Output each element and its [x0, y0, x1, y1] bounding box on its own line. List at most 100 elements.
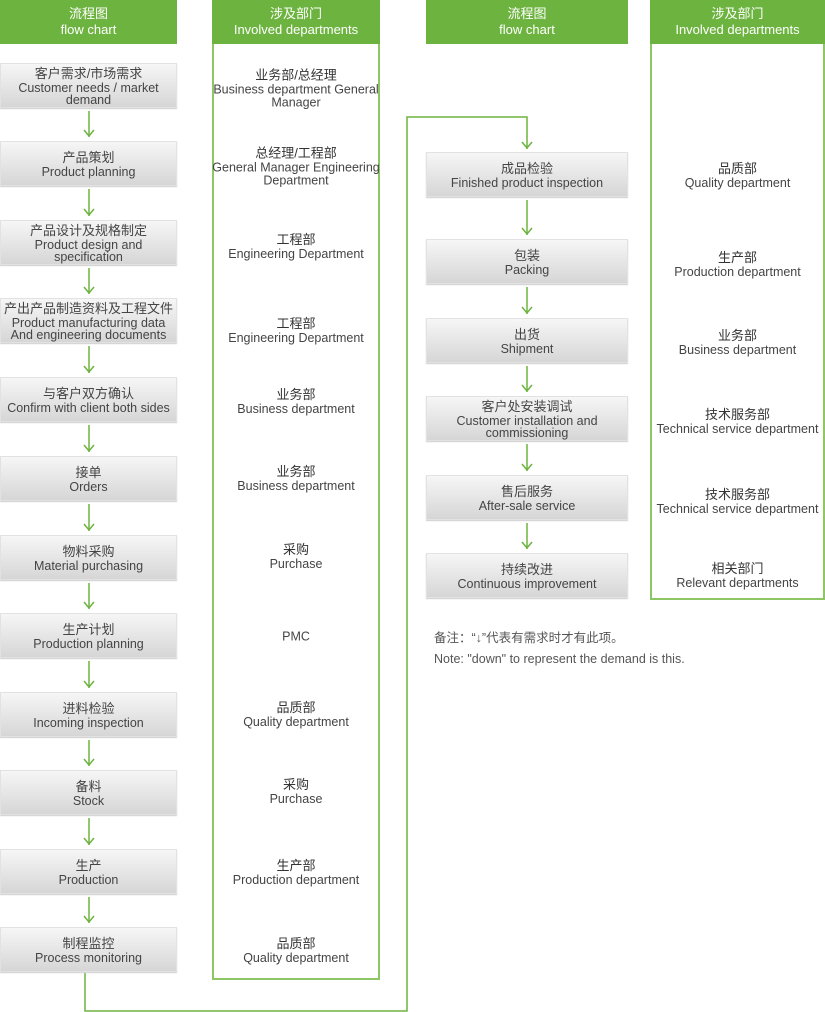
- flow-step-en: Stock: [72, 793, 105, 808]
- arrow-down-icon: [83, 915, 95, 924]
- department-item-zh: 业务部: [717, 328, 757, 343]
- arrow-down-icon: [521, 541, 533, 550]
- department-item-en: PMC: [282, 629, 310, 644]
- department-item-zh: 生产部: [717, 250, 757, 265]
- flow-step-zh: 接单: [75, 464, 102, 480]
- connector-line: [84, 116, 528, 1012]
- flow-step-en: Product planning: [41, 164, 136, 179]
- department-item-en: Engineering Department: [228, 331, 364, 345]
- flow-step-en: Incoming inspection: [33, 715, 144, 730]
- arrow-down-icon: [83, 444, 95, 453]
- department-item-zh: 采购: [282, 777, 309, 792]
- department-item-en: Business department: [678, 343, 797, 357]
- note-en: Note: "down" to represent the demand is …: [434, 652, 685, 666]
- department-item-en: Technical service department: [656, 422, 819, 436]
- flow-step-en: Customer installation and commissioning: [456, 413, 598, 440]
- department-item-en: Relevant departments: [676, 576, 799, 590]
- header-zh: 涉及部门: [269, 6, 322, 21]
- note: 备注：“↓”代表有需求时才有此项。 Note: "down" to repres…: [434, 628, 685, 670]
- flow-step-en: Product design and specification: [34, 237, 143, 264]
- arrow-down-icon: [83, 837, 95, 846]
- department-item-en: Business department: [237, 402, 355, 416]
- department-item-zh: 总经理/工程部: [255, 145, 337, 161]
- flow-step-zh: 生产: [75, 857, 102, 873]
- flow-step-zh: 物料采购: [62, 543, 115, 559]
- department-item-en: Business department General Manager: [213, 82, 379, 110]
- department-item-en: Engineering Department: [228, 247, 364, 261]
- header-zh: 涉及部门: [711, 6, 764, 21]
- department-item-zh: 业务部: [276, 464, 316, 479]
- department-item-en: Production department: [232, 873, 360, 887]
- department-item-en: Quality department: [243, 951, 349, 965]
- department-item-en: General Manager Engineering Department: [212, 160, 380, 188]
- department-item-en: Quality department: [243, 715, 349, 729]
- flow-step-en: Finished product inspection: [450, 175, 604, 190]
- flow-step-zh: 生产计划: [62, 621, 115, 637]
- department-item-en: Production department: [674, 265, 801, 279]
- header-en: Involved departments: [675, 22, 800, 37]
- department-item-zh: 业务部: [276, 387, 316, 402]
- department-item-zh: 业务部/总经理: [255, 67, 337, 83]
- department-item-zh: 品质部: [276, 700, 316, 715]
- flow-step-en: Confirm with client both sides: [7, 400, 170, 415]
- flow-step-zh: 制程监控: [62, 935, 115, 951]
- header-en: flow chart: [499, 22, 555, 37]
- department-item-zh: 技术服务部: [704, 487, 770, 502]
- flow-step-zh: 出货: [513, 326, 540, 342]
- department-item-zh: 品质部: [276, 936, 316, 951]
- department-item-zh: 工程部: [276, 232, 316, 247]
- department-item-zh: 生产部: [276, 858, 316, 873]
- flow-step-zh: 包装: [513, 247, 540, 263]
- header-zh: 流程图: [507, 6, 547, 21]
- flow-step-en: Product manufacturing data And engineeri…: [10, 315, 167, 342]
- header-zh: 流程图: [68, 6, 108, 21]
- flow-step-en: Shipment: [500, 341, 554, 356]
- departments-panel-2: [650, 44, 825, 600]
- flow-step-en: Packing: [504, 262, 550, 277]
- department-item-zh: 技术服务部: [704, 407, 770, 422]
- arrow-down-icon: [83, 286, 95, 295]
- arrow-down-icon: [83, 365, 95, 374]
- department-item-zh: 品质部: [717, 161, 757, 176]
- department-item-en: Purchase: [269, 557, 323, 571]
- flow-step-zh: 持续改进: [500, 561, 553, 577]
- arrow-down-icon: [83, 129, 95, 138]
- department-item-zh: 采购: [282, 542, 309, 557]
- header-en: flow chart: [60, 22, 117, 37]
- flow-step-zh: 产出产品制造资料及工程文件: [3, 300, 173, 316]
- arrow-down-icon: [521, 306, 533, 315]
- flow-step-zh: 客户处安装调试: [481, 398, 573, 414]
- arrow-down-icon: [83, 601, 95, 610]
